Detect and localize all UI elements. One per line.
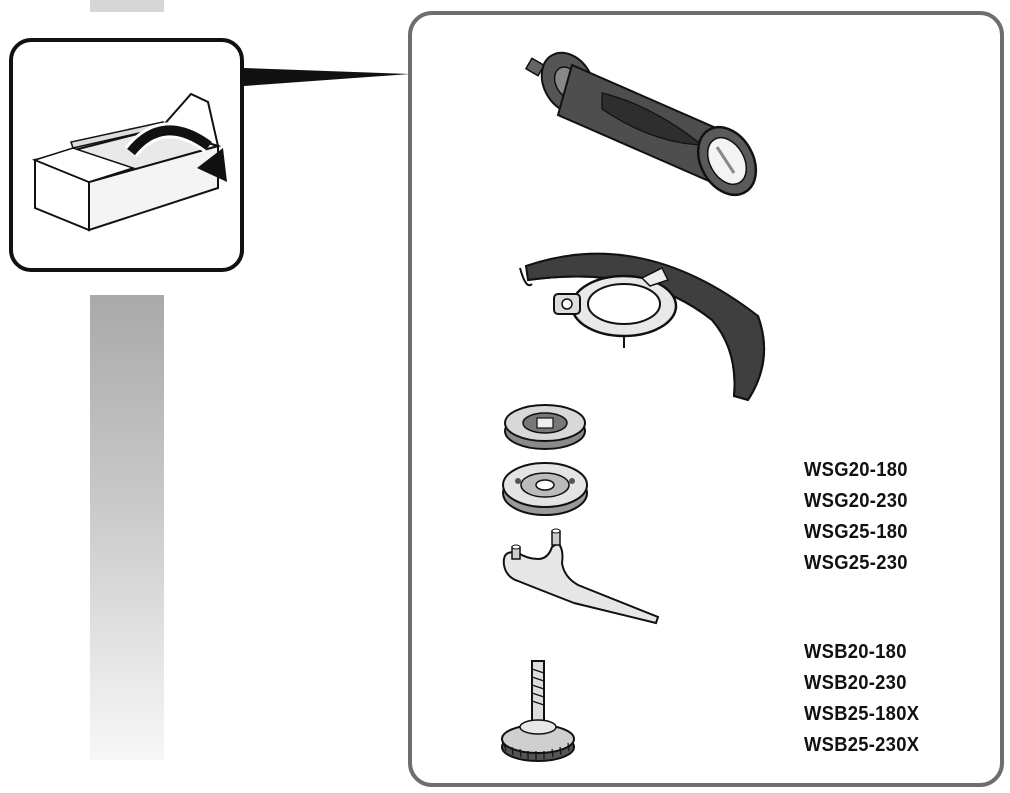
decorative-bar-top [90,0,164,12]
model-label: WSG20-230 [804,490,908,512]
decorative-gradient-bar [90,295,164,760]
rotate-arrow-icon [124,122,227,182]
two-pin-spanner [502,528,660,625]
model-label: WSB20-230 [804,672,907,694]
model-label: WSG25-180 [804,521,908,543]
flange-bolt [501,660,575,762]
model-label: WSB20-180 [804,641,907,663]
model-label: WSB25-230X [804,734,920,756]
side-handle [524,51,758,197]
brush-models-list: WSB20-180 WSB20-230 WSB25-180X WSB25-230… [804,637,929,761]
model-label: WSG20-180 [804,459,908,481]
model-label: WSG25-230 [804,552,908,574]
unpacking-callout [9,38,244,272]
accessories-panel: WSG20-180 WSG20-230 WSG25-180 WSG25-230 … [408,11,1004,787]
clamping-nut [504,404,586,450]
model-label: WSB25-180X [804,703,920,725]
open-box-icon [31,92,227,232]
wheel-guard [519,252,766,402]
support-flange [502,462,588,516]
grinder-models-list: WSG20-180 WSG20-230 WSG25-180 WSG25-230 [804,455,917,579]
